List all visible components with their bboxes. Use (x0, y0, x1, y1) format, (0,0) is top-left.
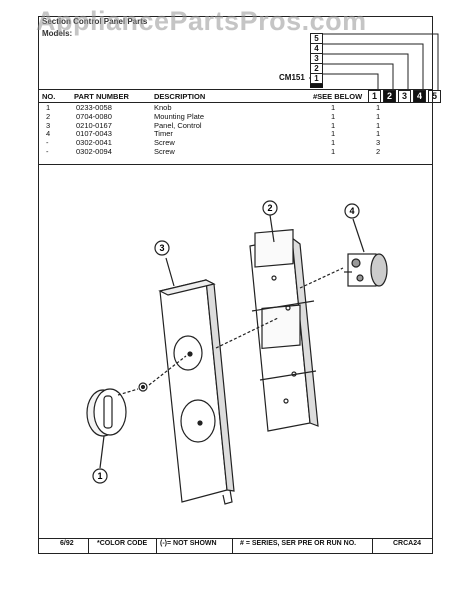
col-header-no: NO. (42, 92, 56, 101)
exploded-parts-diagram: 3 1 2 4 (86, 200, 388, 505)
cell-no: 3 (46, 120, 51, 130)
cell-description: Screw (154, 147, 175, 156)
callout-3-label: 3 (159, 243, 164, 253)
series-marker (310, 84, 323, 88)
col-header-description: DESCRIPTION (154, 92, 206, 101)
control-panel-drawing (158, 278, 235, 505)
table-bottom-rule (38, 164, 433, 165)
cell-qty-1: 1 (331, 120, 336, 130)
footer-code: CRCA24 (393, 540, 422, 547)
watermark: AppliancePartsPros.com (36, 6, 367, 36)
cell-qty-2: 1 (376, 103, 381, 112)
callout-1-label: 1 (97, 471, 102, 481)
cell-part-number: 0302-0041 (76, 138, 112, 148)
cell-qty-2: 2 (376, 147, 381, 156)
footer-date: 6/92 (60, 540, 74, 547)
cell-part-number: 0107-0043 (76, 129, 112, 139)
series-bracket-lines (309, 33, 439, 90)
cell-description: Timer (154, 129, 173, 139)
cell-no: 2 (46, 111, 51, 121)
cell-description: Mounting Plate (154, 111, 205, 121)
header-top-rule (38, 89, 433, 90)
cell-qty-2: 1 (376, 129, 381, 139)
cell-qty-2: 1 (376, 111, 381, 121)
cell-description: Knob (154, 103, 172, 112)
cell-no: 4 (46, 129, 51, 139)
cell-part-number: 0302-0094 (76, 147, 112, 156)
model-code: CM151 (279, 73, 305, 82)
footer-divider (88, 538, 89, 554)
cell-part-number: 0233-0058 (76, 103, 112, 112)
cell-part-number: 0210-0167 (76, 120, 112, 130)
callout-2: 2 (262, 200, 278, 216)
footer-not-shown: (-)= NOT SHOWN (160, 540, 217, 547)
timer-drawing (344, 253, 388, 287)
series-box-1: 1 (310, 73, 323, 84)
header-bottom-rule (38, 102, 433, 103)
cell-no: 1 (46, 103, 51, 112)
footer-rule (38, 538, 433, 539)
footer-divider (156, 538, 157, 554)
cell-qty-2: 1 (376, 120, 381, 130)
callout-2-label: 2 (267, 203, 272, 213)
col-header-see-below: #SEE BELOW (313, 92, 363, 101)
cell-qty-1: 1 (331, 138, 336, 148)
section-title: Section Control Panel Parts (42, 17, 148, 26)
cell-description: Panel, Control (154, 120, 202, 130)
models-label: Models: (42, 29, 73, 38)
cell-qty-1: 1 (331, 129, 336, 139)
knob-drawing (86, 355, 187, 437)
parts-sheet (38, 16, 433, 554)
cell-part-number: 0704-0080 (76, 111, 112, 121)
cell-qty-1: 1 (331, 111, 336, 121)
footer-divider (372, 538, 373, 554)
footer-series-note: # = SERIES, SER PRE OR RUN NO. (240, 540, 357, 547)
cell-qty-1: 1 (331, 147, 336, 156)
cell-qty-1: 1 (331, 103, 336, 112)
cell-qty-2: 3 (376, 138, 381, 148)
callout-4: 4 (344, 203, 360, 219)
callout-1: 1 (92, 468, 108, 484)
cell-description: Screw (154, 138, 175, 148)
footer-divider (232, 538, 233, 554)
col-box-5: 5 (428, 90, 441, 103)
cell-no: - (46, 147, 49, 156)
footer-color-code: *COLOR CODE (97, 540, 148, 547)
callout-4-label: 4 (349, 206, 354, 216)
cell-no: - (46, 138, 49, 148)
mounting-plate-drawing (215, 229, 344, 432)
col-header-part-number: PART NUMBER (74, 92, 129, 101)
callout-3: 3 (154, 240, 170, 256)
